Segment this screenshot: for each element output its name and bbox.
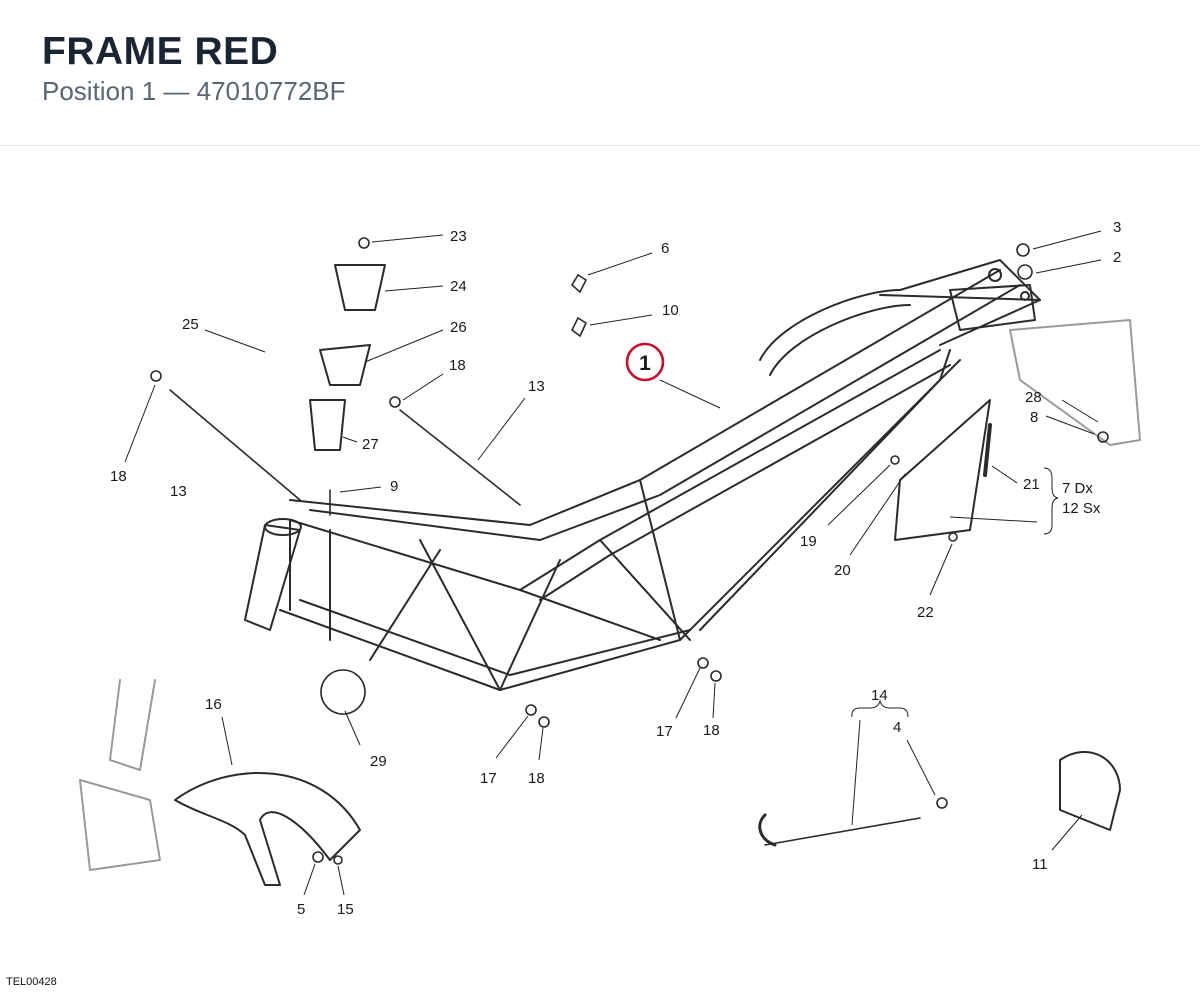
- callout-8[interactable]: 8: [1030, 409, 1038, 426]
- callout-28[interactable]: 28: [1025, 389, 1042, 406]
- bolts-and-rods: [150, 237, 1109, 865]
- frame-tubes: [79, 259, 1141, 886]
- callout-4[interactable]: 4: [893, 719, 901, 736]
- callout-7-dx[interactable]: 7 Dx: [1062, 480, 1093, 497]
- leader-lines: [124, 230, 1102, 896]
- callout-1-highlighted[interactable]: 1: [639, 352, 651, 375]
- callout-5[interactable]: 5: [297, 901, 305, 918]
- callout-10[interactable]: 10: [662, 302, 679, 319]
- callout-12-sx[interactable]: 12 Sx: [1062, 500, 1101, 517]
- callout-19[interactable]: 19: [800, 533, 817, 550]
- callout-17-lower[interactable]: 17: [480, 770, 497, 787]
- page-title: FRAME RED: [42, 30, 279, 73]
- exploded-parts-diagram: 1 23 24 25 26 18 13 27 18 13 9 6 10 3 2 …: [0, 146, 1200, 991]
- callout-29[interactable]: 29: [370, 753, 387, 770]
- page-subtitle: Position 1 — 47010772BF: [42, 76, 346, 106]
- callout-13-left[interactable]: 13: [170, 483, 187, 500]
- callout-17-right[interactable]: 17: [656, 723, 673, 740]
- callout-21[interactable]: 21: [1023, 476, 1040, 493]
- callout-13-right[interactable]: 13: [528, 378, 545, 395]
- highlight-circle: [625, 342, 665, 382]
- callout-20[interactable]: 20: [834, 562, 851, 579]
- callout-25[interactable]: 25: [182, 316, 199, 333]
- frame-drawing: 1 23 24 25 26 18 13 27 18 13 9 6 10 3 2 …: [79, 219, 1141, 918]
- callout-16[interactable]: 16: [205, 696, 222, 713]
- callout-14[interactable]: 14: [871, 687, 888, 704]
- drawing-code: TEL00428: [6, 976, 57, 988]
- callout-3[interactable]: 3: [1113, 219, 1121, 236]
- callout-22[interactable]: 22: [917, 604, 934, 621]
- callout-6[interactable]: 6: [661, 240, 669, 257]
- callout-27[interactable]: 27: [362, 436, 379, 453]
- callout-labels: 23 24 25 26 18 13 27 18 13 9 6 10 3 2 28…: [110, 219, 1121, 918]
- callout-18-lower[interactable]: 18: [528, 770, 545, 787]
- callout-18-left[interactable]: 18: [110, 468, 127, 485]
- callout-2[interactable]: 2: [1113, 249, 1121, 266]
- callout-9[interactable]: 9: [390, 478, 398, 495]
- callout-24[interactable]: 24: [450, 278, 467, 295]
- callout-18-upper[interactable]: 18: [449, 357, 466, 374]
- callout-23[interactable]: 23: [450, 228, 467, 245]
- callout-18-right[interactable]: 18: [703, 722, 720, 739]
- callout-15[interactable]: 15: [337, 901, 354, 918]
- callout-26[interactable]: 26: [450, 319, 467, 336]
- page-header: FRAME RED Position 1 — 47010772BF: [0, 0, 1200, 146]
- callout-11[interactable]: 11: [1032, 856, 1048, 873]
